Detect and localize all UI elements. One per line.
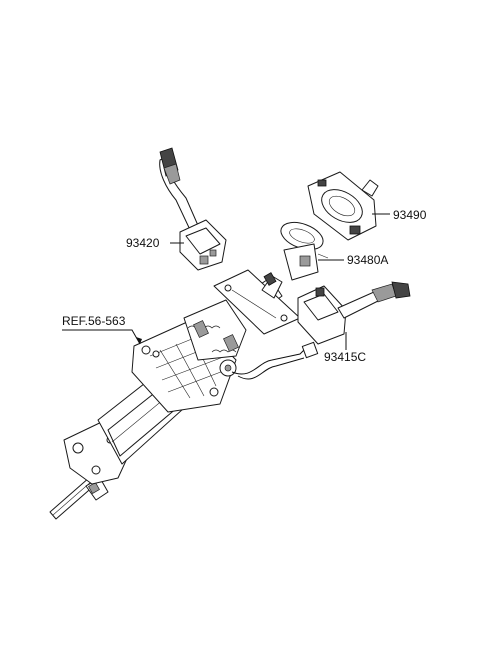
- leader-lines: [62, 213, 390, 350]
- label-93490: 93490: [393, 208, 427, 222]
- label-93420: 93420: [126, 236, 160, 250]
- steering-column-assembly: [49, 269, 319, 520]
- label-93480a: 93480A: [347, 253, 388, 267]
- switch-93415c: [297, 281, 411, 345]
- switch-93420: [159, 147, 227, 271]
- clock-spring-93490: [307, 171, 379, 241]
- key-ring-93480a: [280, 221, 329, 281]
- label-93415c: 93415C: [324, 350, 366, 364]
- part-labels: 93420 93490 93480A 93415C REF.56-563: [62, 208, 427, 364]
- label-ref-56-563: REF.56-563: [62, 314, 126, 328]
